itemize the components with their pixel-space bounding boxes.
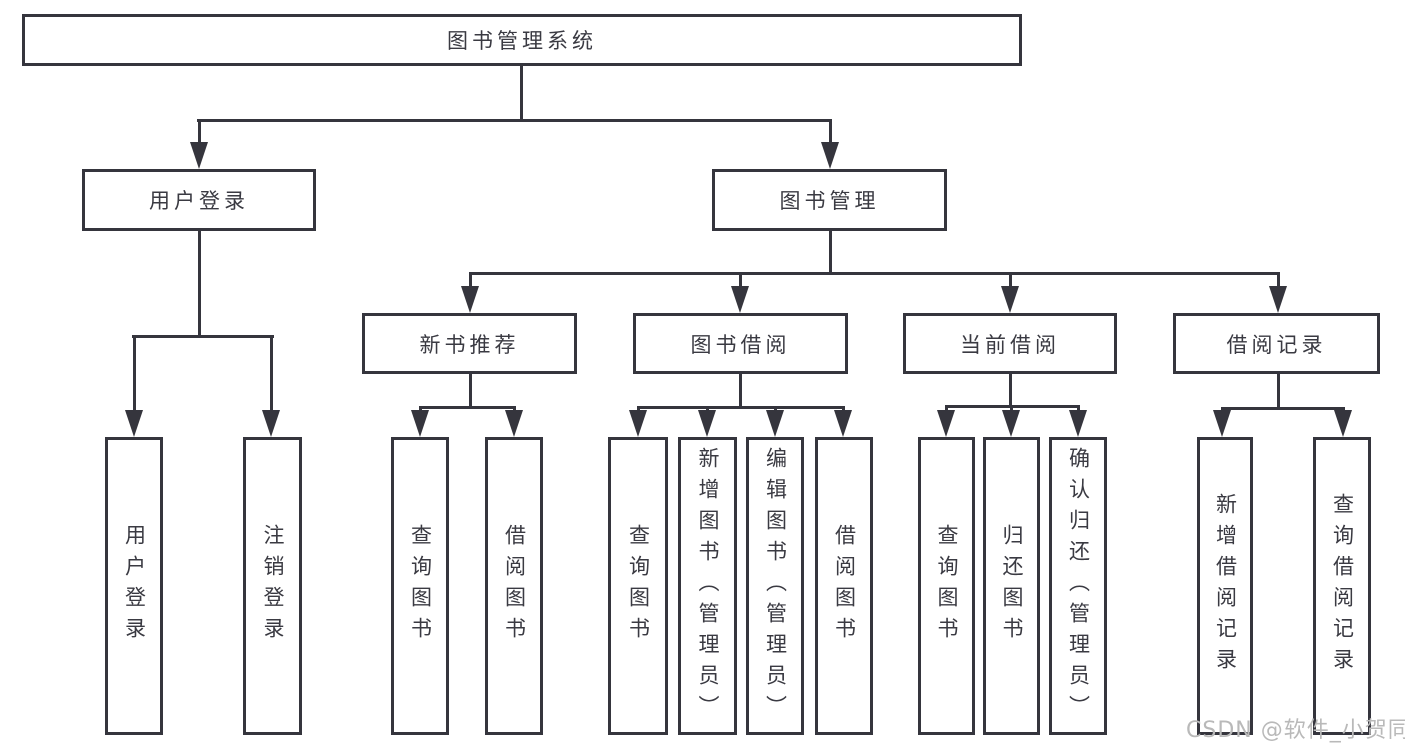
arrow-down-icon <box>1002 410 1020 437</box>
connector-line <box>1009 272 1012 289</box>
node-new-book-recommend: 新书推荐 <box>362 313 577 374</box>
leaf-query-borrow-record: 查询借阅记录 <box>1313 437 1371 735</box>
connector-line <box>637 406 845 409</box>
connector-line <box>198 231 201 338</box>
arrow-down-icon <box>1213 410 1231 437</box>
connector-line <box>469 272 472 289</box>
csdn-watermark: CSDN @软件_小贺同学 <box>1186 718 1405 743</box>
connector-line <box>829 231 832 275</box>
arrow-down-icon <box>190 142 208 169</box>
node-book-management: 图书管理 <box>712 169 947 231</box>
leaf-borrow-book-recommend-label: 借阅图书 <box>502 524 527 648</box>
node-book-borrow: 图书借阅 <box>633 313 848 374</box>
arrow-down-icon <box>766 410 784 437</box>
leaf-confirm-return-admin: 确认归还（管理员） <box>1049 437 1107 735</box>
leaf-query-book-current: 查询图书 <box>918 437 975 735</box>
arrow-down-icon <box>629 410 647 437</box>
connector-line <box>829 119 832 145</box>
leaf-query-book-borrow: 查询图书 <box>608 437 668 735</box>
connector-line <box>133 335 136 413</box>
connector-line <box>739 374 742 409</box>
node-book-borrow-label: 图书借阅 <box>690 332 791 357</box>
leaf-query-book-borrow-label: 查询图书 <box>626 524 651 648</box>
leaf-edit-book-admin-label: 编辑图书（管理员） <box>763 446 788 726</box>
arrow-down-icon <box>411 410 429 437</box>
node-borrow-records-label: 借阅记录 <box>1226 332 1327 357</box>
connector-line <box>198 119 201 145</box>
connector-line <box>197 119 832 122</box>
arrow-down-icon <box>937 410 955 437</box>
arrow-down-icon <box>262 410 280 437</box>
leaf-user-login: 用户登录 <box>105 437 163 735</box>
node-root: 图书管理系统 <box>22 14 1022 66</box>
leaf-add-borrow-record-label: 新增借阅记录 <box>1213 493 1238 679</box>
leaf-user-login-label: 用户登录 <box>122 524 147 648</box>
connector-line <box>1277 272 1280 289</box>
leaf-logout-label: 注销登录 <box>261 524 285 648</box>
connector-line <box>1010 405 1013 413</box>
leaf-confirm-return-admin-label: 确认归还（管理员） <box>1066 446 1091 726</box>
arrow-down-icon <box>1334 410 1352 437</box>
arrow-down-icon <box>125 410 143 437</box>
leaf-query-book-recommend: 查询图书 <box>391 437 449 735</box>
arrow-down-icon <box>1269 286 1287 313</box>
node-current-borrow-label: 当前借阅 <box>960 332 1060 357</box>
connector-line <box>739 272 742 289</box>
leaf-return-book: 归还图书 <box>983 437 1040 735</box>
node-user-login: 用户登录 <box>82 169 316 231</box>
node-user-login-label: 用户登录 <box>149 189 249 213</box>
arrow-down-icon <box>698 410 716 437</box>
connector-line <box>1077 405 1080 413</box>
node-new-book-recommend-label: 新书推荐 <box>419 332 520 357</box>
leaf-edit-book-admin: 编辑图书（管理员） <box>746 437 804 735</box>
arrow-down-icon <box>731 286 749 313</box>
connector-line <box>132 335 274 338</box>
connector-line <box>520 64 523 122</box>
connector-line <box>1277 374 1280 410</box>
connector-line <box>1009 374 1012 408</box>
leaf-return-book-label: 归还图书 <box>1000 524 1024 648</box>
connector-line <box>469 272 1280 275</box>
arrow-down-icon <box>834 410 852 437</box>
leaf-query-book-recommend-label: 查询图书 <box>408 524 433 648</box>
connector-line <box>945 405 948 413</box>
leaf-query-borrow-record-label: 查询借阅记录 <box>1330 493 1355 679</box>
arrow-down-icon <box>505 410 523 437</box>
leaf-query-book-current-label: 查询图书 <box>935 524 959 648</box>
node-book-management-label: 图书管理 <box>779 189 880 213</box>
leaf-borrow-book: 借阅图书 <box>815 437 873 735</box>
arrow-down-icon <box>821 142 839 169</box>
leaf-borrow-book-label: 借阅图书 <box>832 524 857 648</box>
node-current-borrow: 当前借阅 <box>903 313 1117 374</box>
arrow-down-icon <box>461 286 479 313</box>
connector-line <box>1221 407 1345 410</box>
leaf-borrow-book-recommend: 借阅图书 <box>485 437 543 735</box>
connector-line <box>270 335 273 413</box>
arrow-down-icon <box>1069 410 1087 437</box>
connector-line <box>419 406 516 409</box>
leaf-add-borrow-record: 新增借阅记录 <box>1197 437 1253 735</box>
leaf-add-book-admin-label: 新增图书（管理员） <box>696 446 720 726</box>
connector-line <box>469 374 472 409</box>
arrow-down-icon <box>1001 286 1019 313</box>
node-root-label: 图书管理系统 <box>447 29 597 53</box>
leaf-add-book-admin: 新增图书（管理员） <box>678 437 737 735</box>
leaf-logout: 注销登录 <box>243 437 302 735</box>
node-borrow-records: 借阅记录 <box>1173 313 1380 374</box>
